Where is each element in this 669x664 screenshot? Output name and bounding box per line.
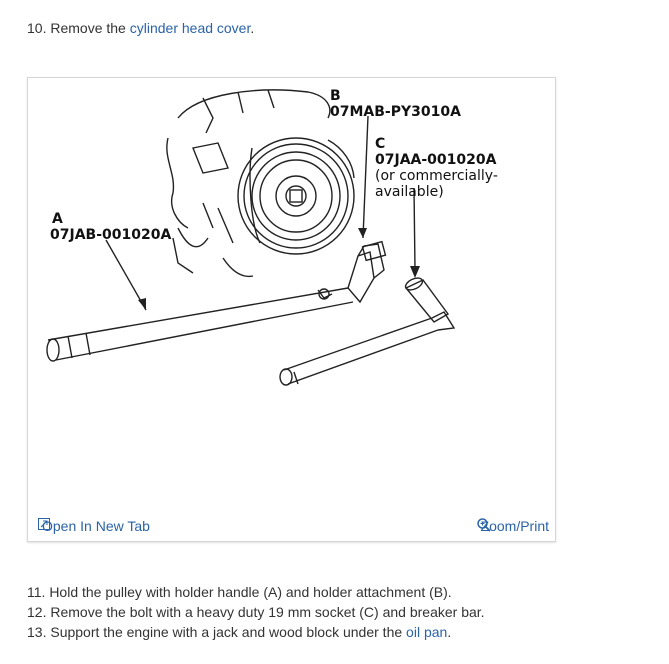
figure-container: A 07JAB-001020A B 07MAB-PY3010A C 07JAA-… (27, 77, 556, 542)
label-c-letter: C (375, 136, 385, 152)
label-c-code: 07JAA-001020A (375, 152, 497, 168)
open-in-new-tab-button[interactable]: Open In New Tab (38, 518, 150, 534)
label-b-letter: B (330, 88, 341, 104)
step-10: 10. Remove the cylinder head cover. (27, 19, 254, 37)
zoom-print-button[interactable]: Zoom/Print (476, 518, 549, 534)
crankshaft-pulley-diagram: A 07JAB-001020A B 07MAB-PY3010A C 07JAA-… (46, 88, 498, 386)
label-a-code: 07JAB-001020A (50, 227, 171, 243)
open-in-new-tab-label: Open In New Tab (42, 518, 150, 534)
zoom-print-label: Zoom/Print (480, 518, 549, 534)
step-11: 11. Hold the pulley with holder handle (… (27, 584, 452, 600)
step-13: 13. Support the engine with a jack and w… (27, 623, 451, 641)
cylinder-head-cover-link[interactable]: cylinder head cover (129, 20, 251, 36)
step-10-suffix: . (250, 20, 255, 36)
label-a-letter: A (52, 211, 63, 227)
oil-pan-link[interactable]: oil pan (406, 624, 448, 640)
label-c-note-2: available) (375, 184, 444, 200)
label-b-code: 07MAB-PY3010A (330, 104, 461, 120)
step-10-text: 10. Remove the (27, 20, 130, 36)
step-13-suffix: . (447, 624, 452, 640)
step-13-text: 13. Support the engine with a jack and w… (27, 624, 407, 640)
step-12: 12. Remove the bolt with a heavy duty 19… (27, 604, 485, 620)
label-c-note-1: (or commercially- (375, 168, 498, 184)
